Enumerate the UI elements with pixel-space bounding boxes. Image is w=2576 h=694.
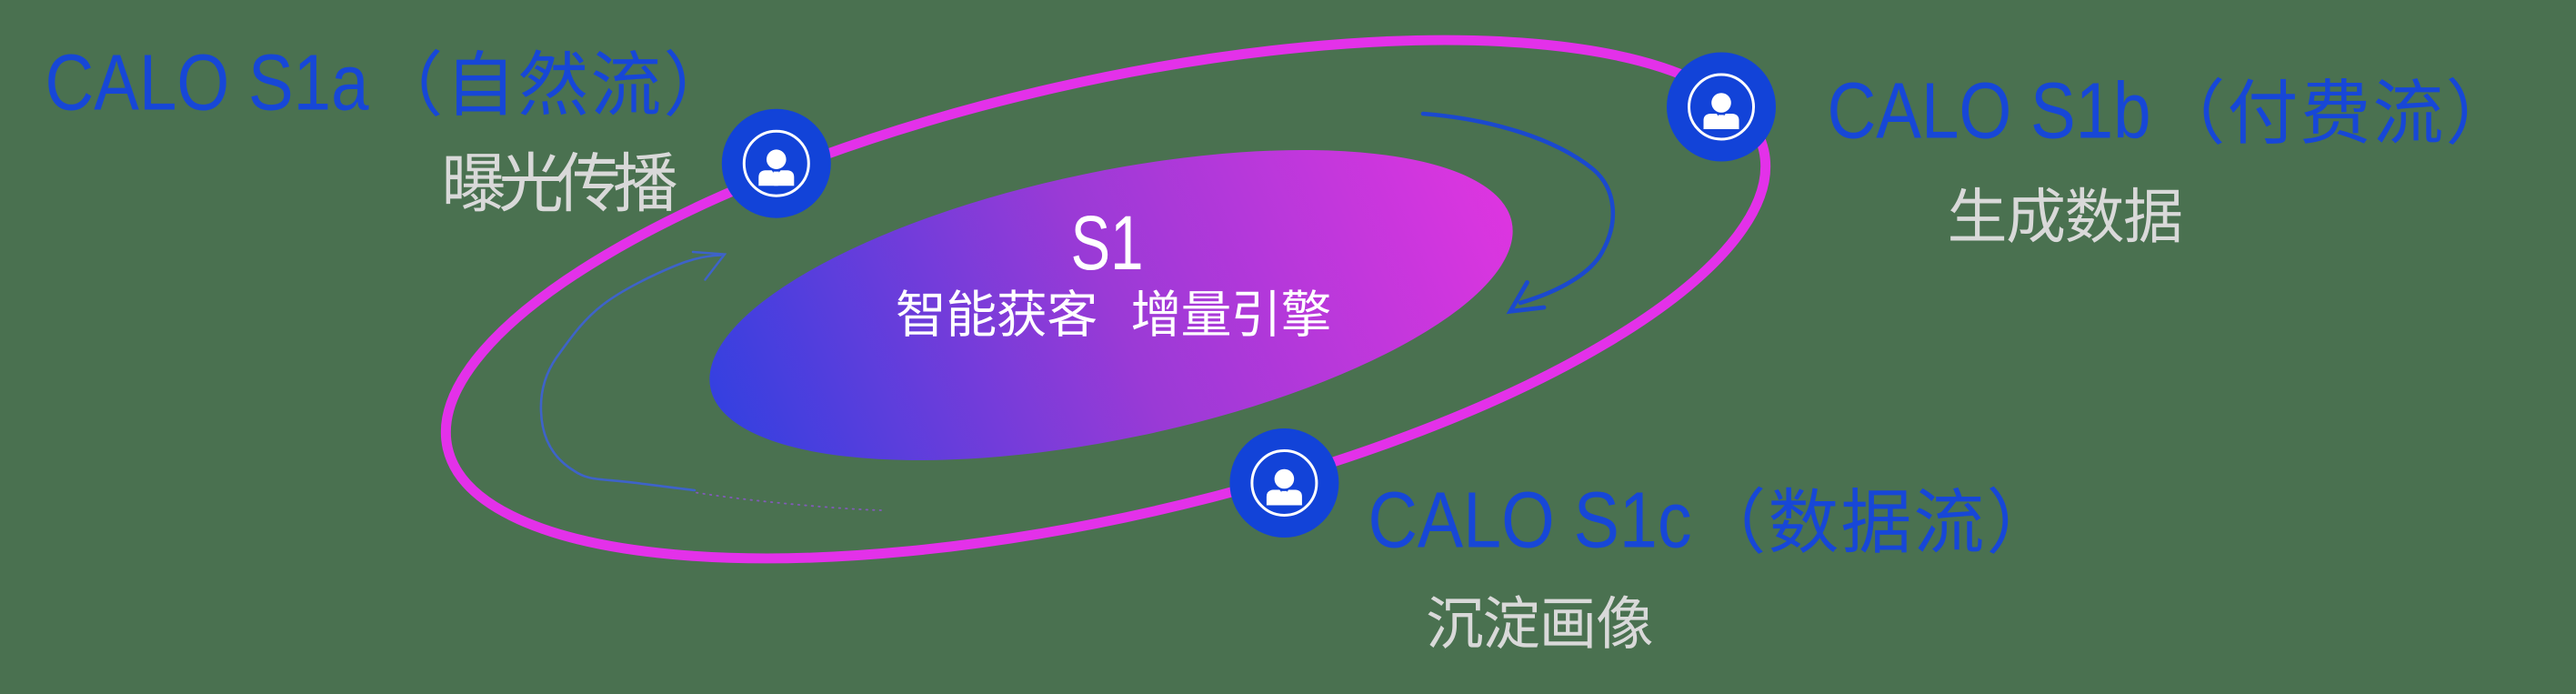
- svg-text:CALO S1a: CALO S1a: [45, 39, 370, 127]
- svg-text:S1: S1: [1071, 200, 1144, 286]
- svg-text:CALO S1c: CALO S1c: [1368, 476, 1692, 564]
- svg-text:CALO S1b: CALO S1b: [1828, 67, 2151, 156]
